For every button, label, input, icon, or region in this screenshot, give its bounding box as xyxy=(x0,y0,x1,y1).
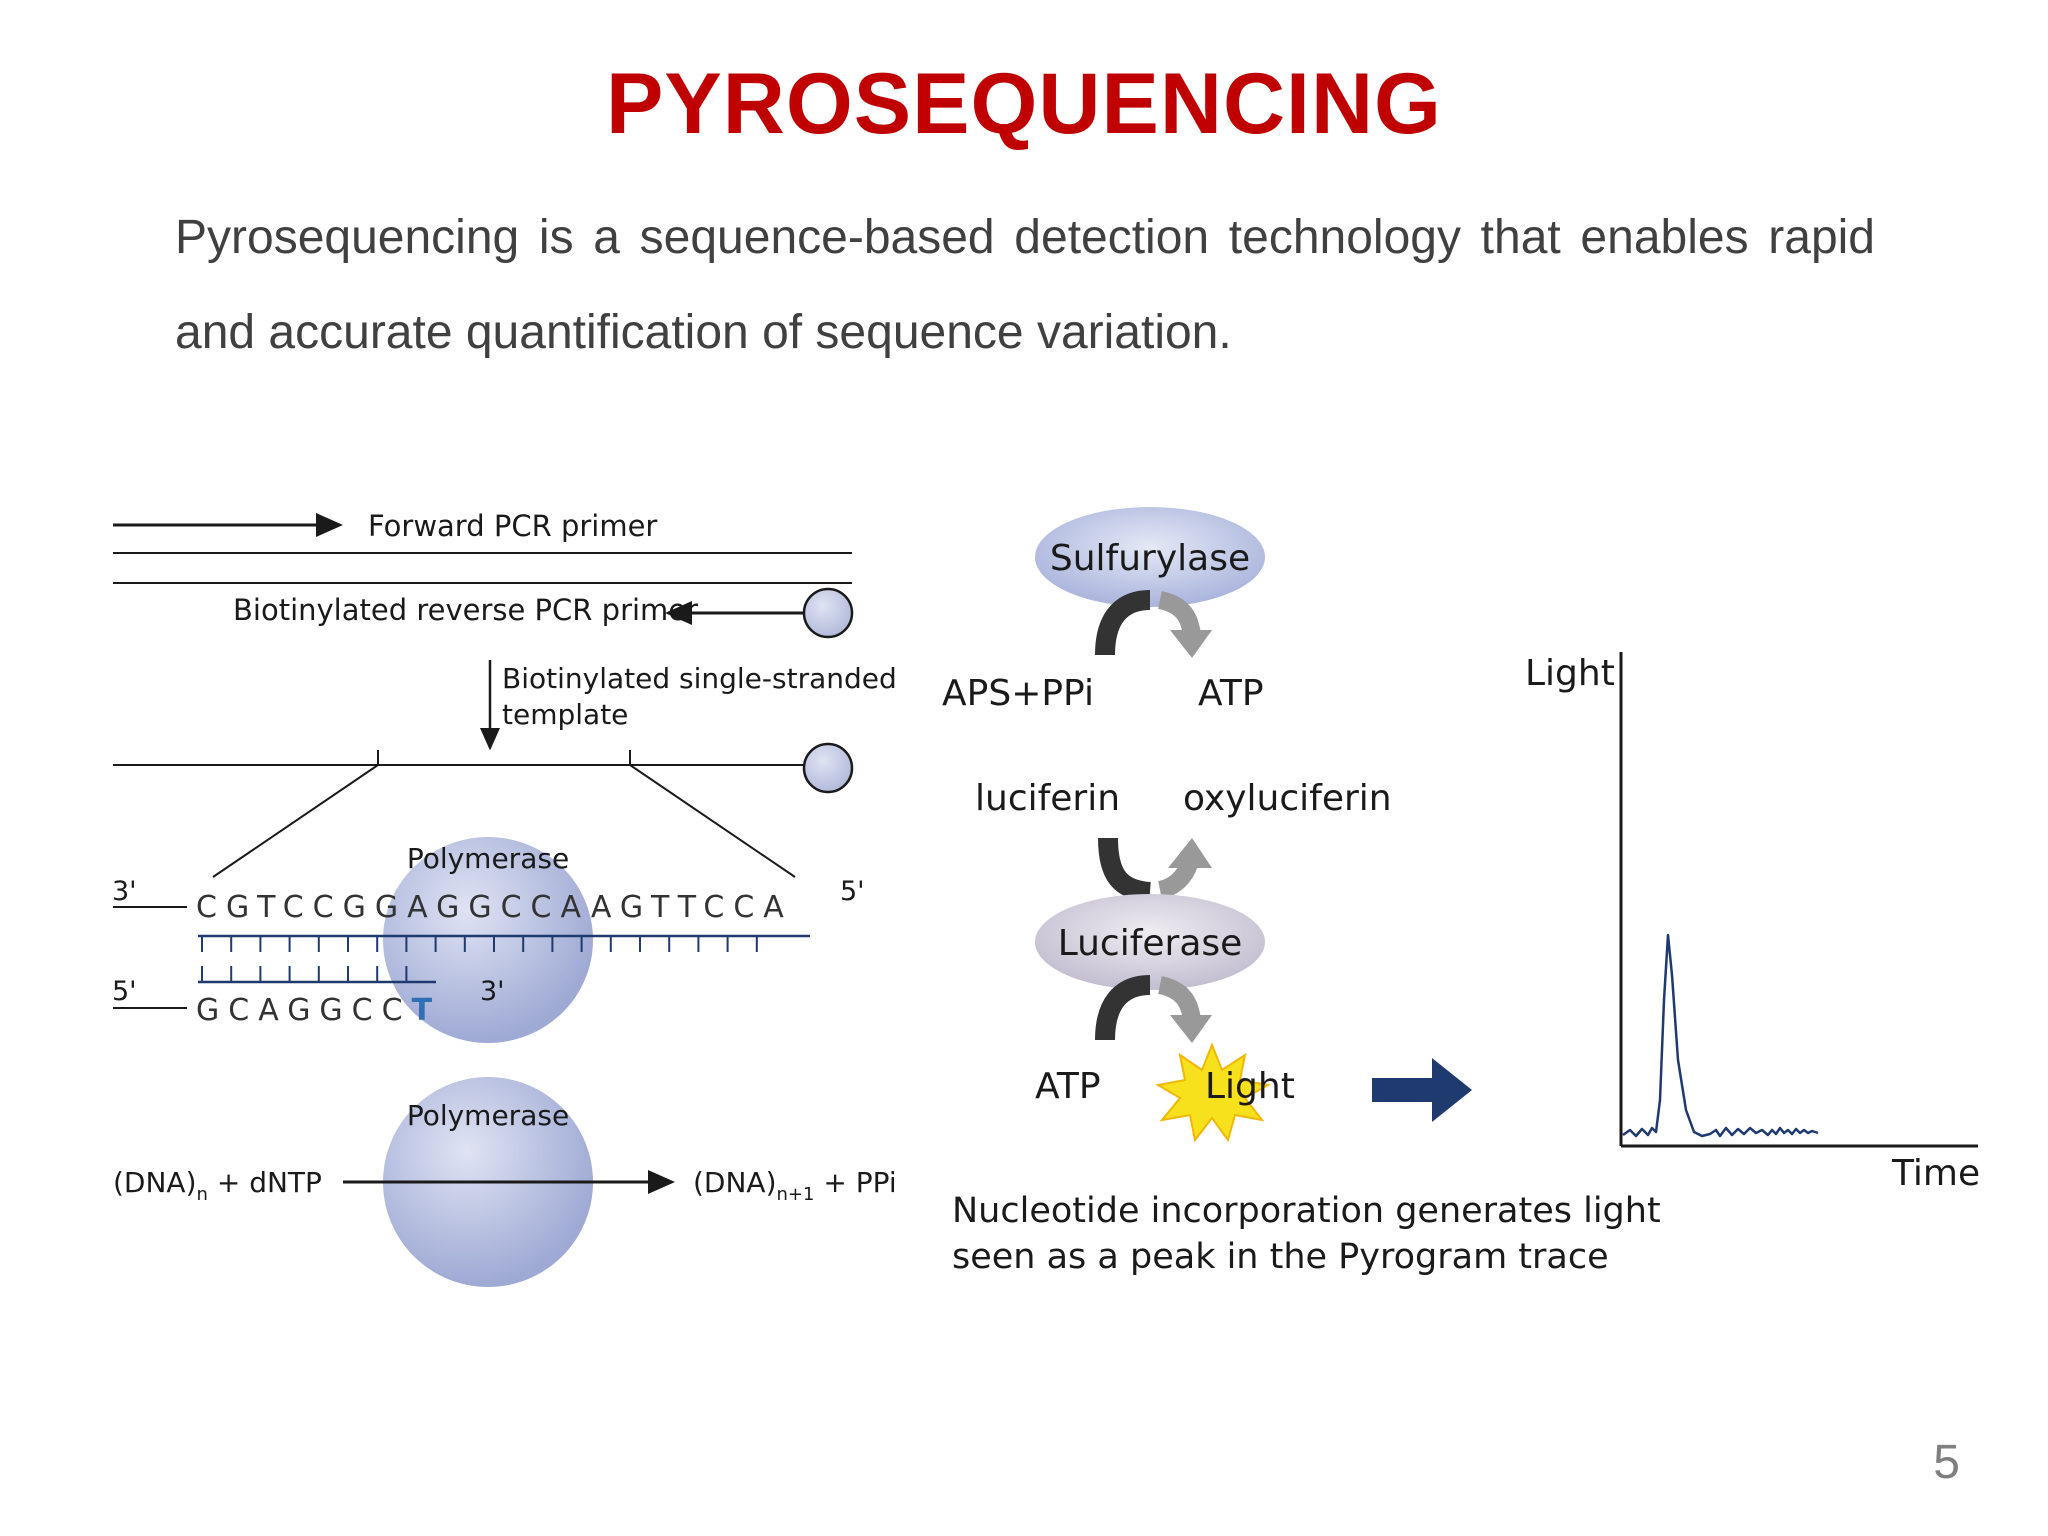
primer-5prime-label: 5' xyxy=(112,976,137,1007)
zoom-line-left xyxy=(212,764,379,878)
primer-base-ticks xyxy=(201,966,408,982)
polymerase-label: Polymerase xyxy=(407,1099,569,1132)
middle-panel: Sulfurylase APS+PPi ATP luciferin oxyluc… xyxy=(942,507,1661,1277)
pyrogram-chart: Light Time xyxy=(1525,652,1980,1194)
reverse-primer-label: Biotinylated reverse PCR primer xyxy=(233,593,698,627)
polymerase-label: Polymerase xyxy=(407,842,569,875)
added-base: T xyxy=(412,993,441,1028)
aps-ppi-label: APS+PPi xyxy=(942,673,1094,714)
grey-curved-arrow-icon xyxy=(1170,1015,1212,1043)
template-5prime-label: 5' xyxy=(840,876,865,907)
sulfurylase-enzyme xyxy=(1035,507,1265,607)
primer-3prime-label: 3' xyxy=(480,976,505,1007)
grey-curved-arrow-icon xyxy=(1170,630,1212,658)
luciferase-enzyme xyxy=(1035,894,1265,990)
luciferase-atp-label: ATP xyxy=(1035,1066,1101,1107)
left-panel: Forward PCR primer Biotinylated reverse … xyxy=(112,509,897,1287)
template-sequence: CGTCCGGAGGCCAAGTTCCA xyxy=(196,890,793,925)
page-number: 5 xyxy=(1933,1436,1960,1489)
dark-curved-arrow-icon xyxy=(1095,590,1151,656)
light-label: Light xyxy=(1205,1066,1295,1107)
polymerase-sphere xyxy=(383,837,593,1043)
dark-curved-arrow-icon xyxy=(1095,975,1151,1041)
caption-line2: seen as a peak in the Pyrogram trace xyxy=(952,1237,1609,1277)
pyrogram-y-label: Light xyxy=(1525,653,1615,694)
biotin-bead-icon xyxy=(802,587,854,639)
light-burst-icon xyxy=(1155,1042,1271,1143)
biotin-bead-icon xyxy=(802,742,854,794)
slide-title: PYROSEQUENCING xyxy=(606,56,1442,152)
right-arrow-icon xyxy=(1372,1058,1472,1122)
reaction-reactants: (DNA)n + dNTP xyxy=(113,1166,322,1205)
pyrogram-x-label: Time xyxy=(1891,1153,1980,1194)
dark-curved-arrow-icon xyxy=(1098,837,1152,902)
template-label-line1: Biotinylated single-stranded xyxy=(502,662,897,695)
template-label-line2: template xyxy=(502,698,628,731)
sulfurylase-atp-label: ATP xyxy=(1198,673,1264,714)
sulfurylase-label: Sulfurylase xyxy=(1050,538,1250,579)
oxyluciferin-label: oxyluciferin xyxy=(1183,778,1392,819)
template-3prime-label: 3' xyxy=(112,876,137,907)
template-base-ticks xyxy=(201,936,758,952)
intro-paragraph: Pyrosequencing is a sequence-based detec… xyxy=(175,211,1875,359)
reaction-products: (DNA)n+1 + PPi xyxy=(693,1166,897,1205)
luciferin-label: luciferin xyxy=(975,778,1120,819)
luciferase-label: Luciferase xyxy=(1058,923,1243,964)
forward-primer-label: Forward PCR primer xyxy=(368,509,657,543)
primer-sequence: GCAGGCCT xyxy=(196,993,441,1028)
zoom-line-right xyxy=(629,764,796,878)
caption-line1: Nucleotide incorporation generates light xyxy=(952,1191,1661,1231)
grey-curved-arrow-icon xyxy=(1168,838,1212,868)
pyrogram-trace xyxy=(1622,933,1819,1138)
